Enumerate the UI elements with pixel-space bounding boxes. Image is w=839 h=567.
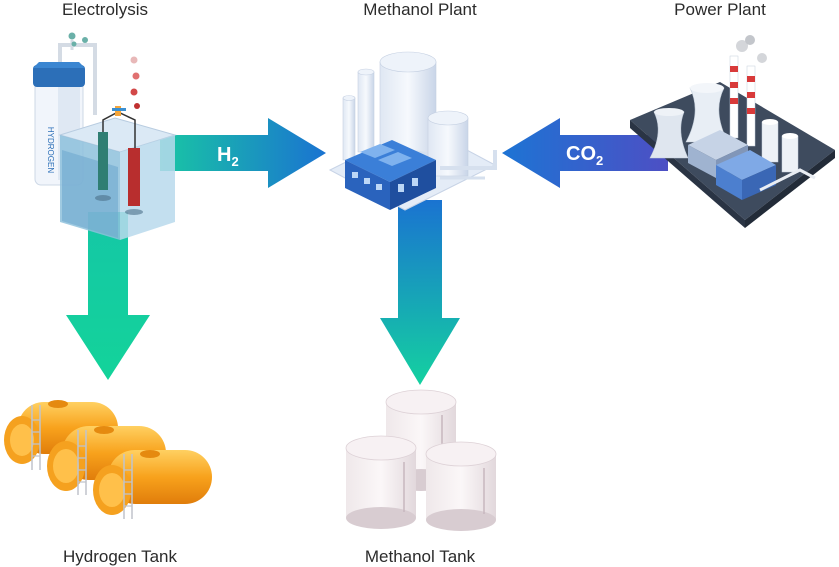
hydrogen-tank-label: Hydrogen Tank <box>62 547 178 566</box>
h2-arrow: H2 <box>160 118 326 188</box>
methanol-plant-icon <box>328 51 497 211</box>
methanol-tank-right <box>425 441 497 531</box>
methanol-tanks-icon <box>345 389 497 531</box>
power-plant-icon <box>630 35 835 228</box>
co2-arrow: CO2 <box>502 118 668 188</box>
methanol-plant-label: Methanol Plant <box>363 0 477 19</box>
plant-to-methanol-tank-arrow <box>380 200 460 385</box>
electrolysis-to-hydrogen-arrow <box>66 212 150 380</box>
svg-text:HYDROGEN: HYDROGEN <box>46 127 55 173</box>
electrolysis-label: Electrolysis <box>62 0 148 19</box>
hydrogen-tank-3 <box>93 450 212 519</box>
methanol-tank-label: Methanol Tank <box>364 547 476 566</box>
h2-arrow-text: H2 <box>217 144 239 169</box>
power-plant-label: Power Plant <box>674 0 766 19</box>
hydrogen-tanks-icon <box>4 400 212 519</box>
co2-arrow-text: CO2 <box>566 143 603 168</box>
electrolysis-icon: HYDROGEN <box>33 32 177 240</box>
methanol-tank-left <box>345 435 417 529</box>
